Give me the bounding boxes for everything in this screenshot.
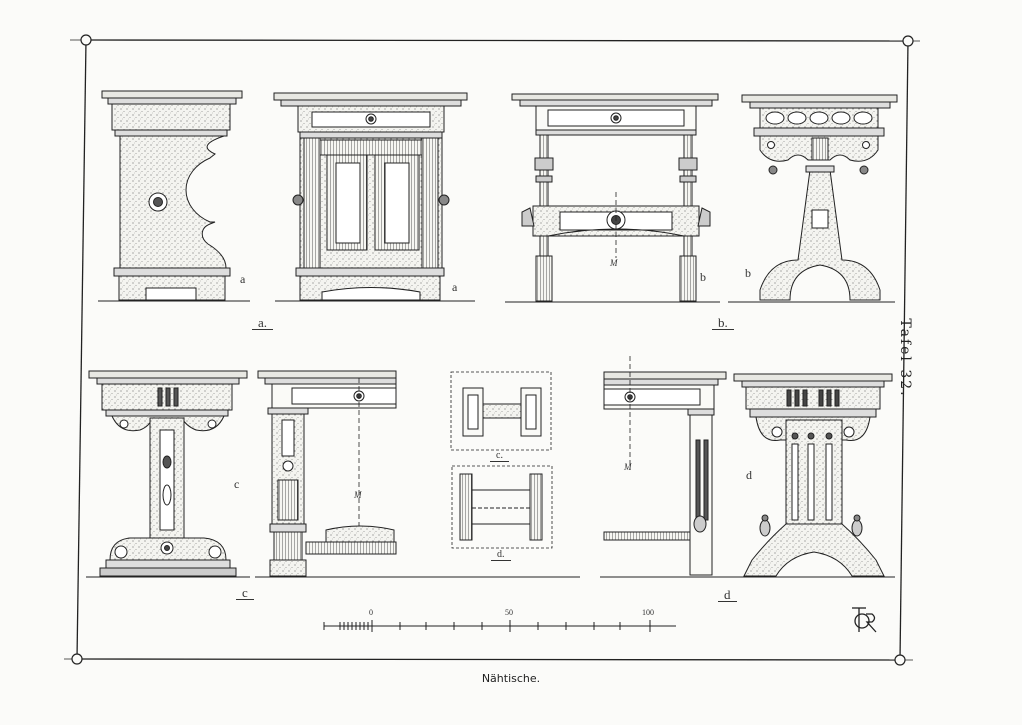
table-a-side-view <box>101 90 243 301</box>
ground-lines <box>86 300 895 578</box>
plate-number: Tafel 32. <box>897 318 913 398</box>
figure-label: b <box>700 270 706 284</box>
group-label-d: d <box>718 588 737 602</box>
plan-label-c: c. <box>490 451 509 462</box>
table-d-plan-view <box>451 465 553 549</box>
section-mark: M <box>624 462 632 472</box>
plan-label-d: d. <box>491 550 511 561</box>
group-label-c: c <box>236 586 254 600</box>
figure-label: a <box>240 272 246 286</box>
corner-rosettes <box>71 34 914 666</box>
table-a-front-view <box>273 92 468 301</box>
section-mark: M <box>610 258 618 268</box>
figure-label: d <box>746 468 752 482</box>
table-c-plan-view <box>450 371 552 451</box>
table-b-side-view <box>741 94 898 301</box>
table-d-section-view <box>603 356 727 576</box>
table-b-front-view <box>511 93 719 302</box>
table-d-side-view <box>733 373 893 577</box>
scale-bar <box>323 620 676 632</box>
scale-tick-label: 0 <box>369 608 373 617</box>
scale-tick-label: 100 <box>642 608 654 617</box>
group-label-b: b. <box>712 316 734 330</box>
table-c-section-view <box>257 370 397 577</box>
figure-label: a <box>452 280 458 294</box>
plate-border <box>64 39 920 661</box>
table-c-side-view <box>88 370 248 577</box>
figure-label: c <box>234 477 240 491</box>
figure-label: b <box>745 266 751 280</box>
artist-monogram <box>852 607 877 633</box>
plate-caption: Nähtische. <box>481 672 541 685</box>
scale-tick-label: 50 <box>505 608 513 617</box>
group-label-a: a. <box>252 316 274 330</box>
section-mark: M <box>354 490 362 500</box>
